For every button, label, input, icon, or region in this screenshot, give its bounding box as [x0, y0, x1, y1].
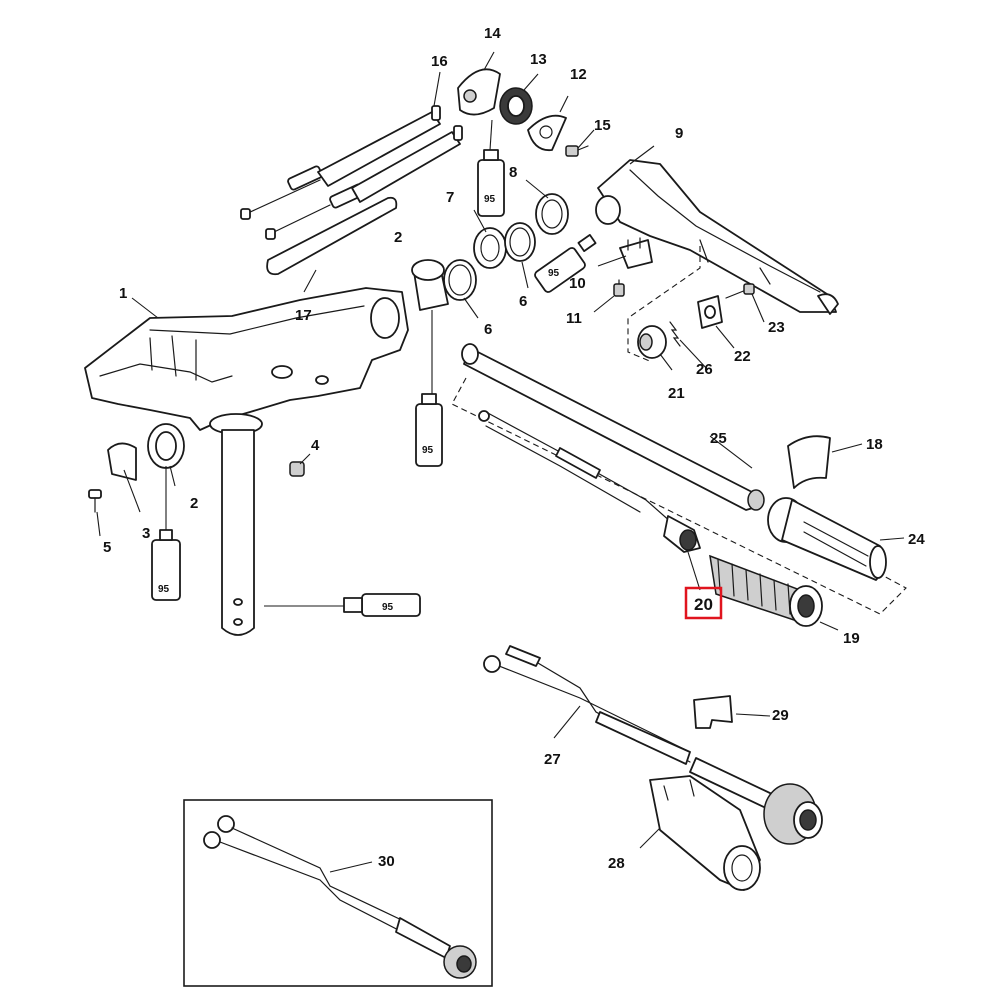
- part-7-clip[interactable]: [473, 227, 507, 269]
- callout-29: 29: [772, 707, 789, 724]
- lubricant-tube-mid: 95: [534, 233, 597, 293]
- kill-switch-plug[interactable]: [763, 783, 823, 845]
- part-22-block[interactable]: [697, 295, 723, 329]
- callout-15: 15: [594, 117, 611, 134]
- part-28-switch-bracket[interactable]: [649, 775, 761, 891]
- callout-1: 1: [119, 285, 127, 302]
- part-10-bracket[interactable]: [619, 237, 653, 269]
- callout-9: 9: [675, 125, 683, 142]
- callout-22: 22: [734, 348, 751, 365]
- callout-26: 26: [696, 361, 713, 378]
- callout-19: 19: [843, 630, 860, 647]
- part-20-wire-harness[interactable]: [478, 410, 701, 553]
- part-12-washer[interactable]: [527, 114, 567, 152]
- callout-16: 16: [431, 53, 448, 70]
- part-30-alternate-wire[interactable]: [203, 815, 477, 979]
- part-11-screw[interactable]: [613, 279, 625, 297]
- callout-6-lower: 6: [484, 321, 492, 338]
- callout-30: 30: [378, 853, 395, 870]
- callout-7: 7: [446, 189, 454, 206]
- part-4-setscrew[interactable]: [289, 461, 305, 477]
- callout-3: 3: [142, 525, 150, 542]
- part-21-knob[interactable]: [637, 325, 667, 359]
- part-25-throttle-rod[interactable]: [461, 343, 765, 511]
- callout-23: 23: [768, 319, 785, 336]
- part-26-spring[interactable]: [669, 321, 681, 347]
- callout-labels: 1 2 2 3 4 5 6 6 7 8 9 10 11 12 13 14 15 …: [103, 25, 925, 872]
- part-15-screw[interactable]: [565, 145, 589, 157]
- callout-4: 4: [311, 437, 320, 454]
- callout-20: 20: [694, 595, 713, 614]
- lubricant-tube-center: 95: [415, 393, 443, 467]
- part-1-steering-bracket[interactable]: [84, 287, 409, 435]
- part-18-collar[interactable]: [787, 435, 831, 489]
- lubricant-label: 95: [484, 194, 496, 205]
- lubricant-tube-top: 95: [477, 149, 505, 217]
- callout-8: 8: [509, 164, 517, 181]
- highlighted-callout-20[interactable]: 20: [684, 586, 723, 620]
- part-24-throttle-tube[interactable]: [767, 497, 887, 581]
- part-17-sleeve[interactable]: [266, 196, 398, 276]
- callout-14: 14: [484, 25, 501, 42]
- sub-assembly-outline-friction: [627, 246, 701, 363]
- callout-25: 25: [710, 430, 727, 447]
- lubricant-label: 95: [548, 268, 560, 279]
- highlight-box: [684, 586, 723, 620]
- sub-assembly-outline-throttle: [451, 377, 907, 615]
- part-27-kill-switch-wire[interactable]: [483, 645, 773, 809]
- callout-17: 17: [295, 307, 312, 324]
- part-23-screw[interactable]: [725, 283, 755, 299]
- callout-2-lower: 2: [190, 495, 198, 512]
- callout-2-upper: 2: [394, 229, 402, 246]
- part-2-bushing-upper[interactable]: [411, 259, 449, 311]
- callout-11: 11: [566, 310, 582, 327]
- callout-10: 10: [569, 275, 586, 292]
- inset-alternate-wire-frame: [183, 799, 493, 987]
- lubricant-label: 95: [158, 584, 170, 595]
- callout-13: 13: [530, 51, 547, 68]
- part-8-ring[interactable]: [535, 193, 569, 235]
- part-2-bushing-lower[interactable]: [147, 423, 185, 469]
- lubricant-label: 95: [382, 602, 394, 613]
- leader-lines: [96, 51, 905, 873]
- part-3-plate[interactable]: [107, 442, 137, 481]
- callout-6-upper: 6: [519, 293, 527, 310]
- steering-shaft[interactable]: [221, 429, 255, 636]
- callout-5: 5: [103, 539, 111, 556]
- lubricant-tube-shaft: 95: [343, 593, 421, 617]
- callout-18: 18: [866, 436, 883, 453]
- part-5-screw[interactable]: [88, 489, 102, 513]
- part-16-throttle-shift-cables[interactable]: [240, 105, 463, 240]
- lubricant-label: 95: [422, 445, 434, 456]
- part-13-gear[interactable]: [499, 87, 533, 125]
- part-19-twist-grip[interactable]: [709, 554, 823, 627]
- callout-12: 12: [570, 66, 587, 83]
- part-9-tiller-handle[interactable]: [595, 159, 839, 315]
- part-6-ring-upper[interactable]: [504, 222, 536, 262]
- callout-28: 28: [608, 855, 625, 872]
- callout-24: 24: [908, 531, 925, 548]
- lubricant-tube-left: 95: [151, 529, 181, 601]
- callout-27: 27: [544, 751, 561, 768]
- part-29-clip[interactable]: [693, 695, 733, 729]
- callout-21: 21: [668, 385, 685, 402]
- part-14-cam[interactable]: [457, 68, 501, 116]
